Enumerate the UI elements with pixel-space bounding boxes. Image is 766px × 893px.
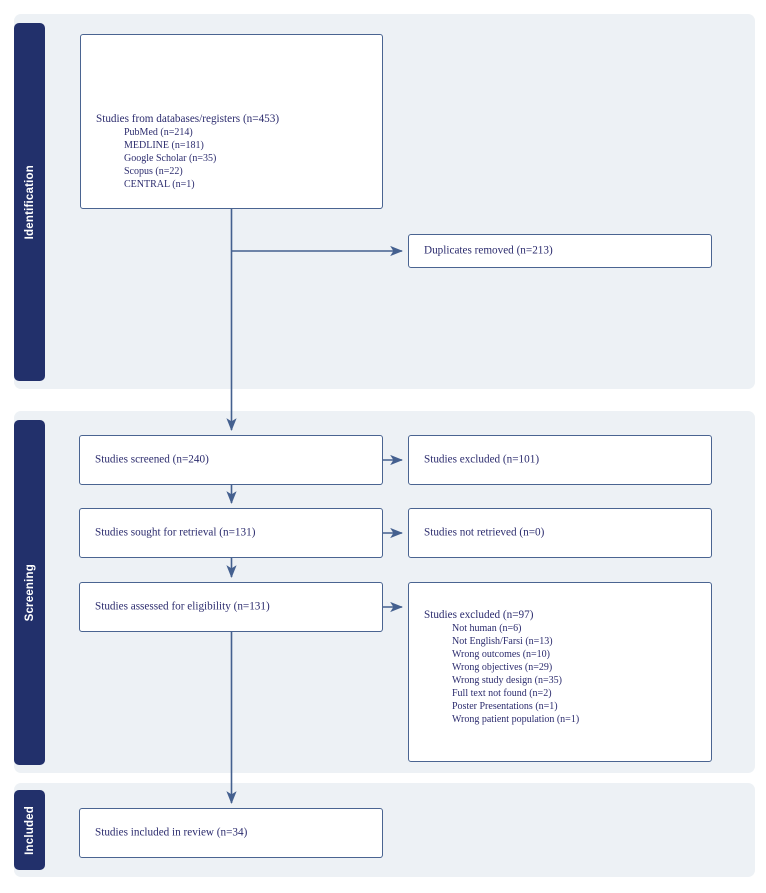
box-studies-included-in-review[interactable]: Studies included in review (n=34) — [79, 808, 383, 858]
box-studies-sought-for-retrieval-text: Studies sought for retrieval (n=131) — [95, 526, 256, 539]
box-studies-from-databases-title: Studies from databases/registers (n=453) — [96, 113, 280, 125]
box-studies-excluded-eligibility-text: Studies excluded (n=97) Not human (n=6) … — [424, 609, 703, 726]
exclusion-reason-poster-presentations: Poster Presentations (n=1) — [452, 700, 558, 712]
box-studies-from-databases-text: Studies from databases/registers (n=453)… — [96, 113, 374, 191]
exclusion-reason-not-human: Not human (n=6) — [452, 622, 522, 634]
exclusion-reason-wrong-patient-population: Wrong patient population (n=1) — [452, 713, 580, 725]
exclusion-reason-wrong-outcomes: Wrong outcomes (n=10) — [452, 648, 550, 660]
stage-label-included: Included — [14, 790, 45, 870]
box-studies-assessed-for-eligibility-text: Studies assessed for eligibility (n=131) — [95, 600, 270, 613]
exclusion-reason-wrong-objectives: Wrong objectives (n=29) — [452, 661, 553, 673]
box-studies-assessed-for-eligibility[interactable]: Studies assessed for eligibility (n=131) — [79, 582, 383, 632]
box-duplicates-removed-text: Duplicates removed (n=213) — [424, 244, 553, 257]
box-studies-from-databases[interactable]: Studies from databases/registers (n=453)… — [80, 34, 383, 209]
exclusion-reason-wrong-study-design: Wrong study design (n=35) — [452, 674, 562, 686]
box-studies-excluded-screening-text: Studies excluded (n=101) — [424, 453, 540, 466]
source-item-medline: MEDLINE (n=181) — [124, 139, 204, 151]
box-studies-screened[interactable]: Studies screened (n=240) — [79, 435, 383, 485]
stage-label-identification: Identification — [14, 23, 45, 381]
box-studies-excluded-screening[interactable]: Studies excluded (n=101) — [408, 435, 712, 485]
source-item-google-scholar: Google Scholar (n=35) — [124, 152, 217, 164]
source-item-pubmed: PubMed (n=214) — [124, 126, 193, 138]
box-studies-sought-for-retrieval[interactable]: Studies sought for retrieval (n=131) — [79, 508, 383, 558]
box-studies-excluded-eligibility-title: Studies excluded (n=97) — [424, 609, 534, 621]
stage-label-screening: Screening — [14, 420, 45, 765]
exclusion-reason-not-english-farsi: Not English/Farsi (n=13) — [452, 635, 553, 647]
box-studies-included-in-review-text: Studies included in review (n=34) — [95, 826, 248, 839]
box-studies-excluded-eligibility[interactable]: Studies excluded (n=97) Not human (n=6) … — [408, 582, 712, 762]
box-studies-screened-text: Studies screened (n=240) — [95, 453, 209, 466]
box-studies-not-retrieved[interactable]: Studies not retrieved (n=0) — [408, 508, 712, 558]
exclusion-reason-full-text-not-found: Full text not found (n=2) — [452, 687, 552, 699]
source-item-scopus: Scopus (n=22) — [124, 165, 183, 177]
box-duplicates-removed[interactable]: Duplicates removed (n=213) — [408, 234, 712, 268]
source-item-central: CENTRAL (n=1) — [124, 178, 195, 190]
box-studies-not-retrieved-text: Studies not retrieved (n=0) — [424, 526, 545, 539]
